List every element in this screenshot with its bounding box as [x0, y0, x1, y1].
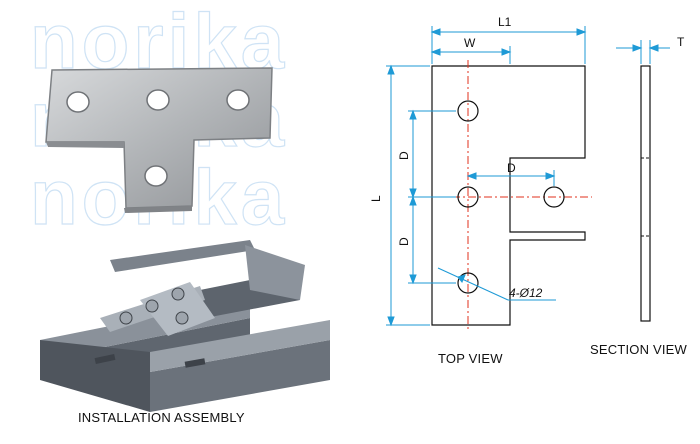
dim-label-t: T — [677, 35, 685, 49]
watermark-line-1: norika — [29, 0, 289, 85]
drawing-hole-top — [457, 100, 479, 122]
section-view-profile — [640, 65, 651, 322]
drawing-hole-bottom — [457, 272, 479, 294]
dim-label-holes: 4-Ø12 — [509, 286, 543, 300]
drawing-hole-right — [543, 186, 565, 208]
section-view-caption: SECTION VIEW — [590, 342, 688, 357]
dim-label-w: W — [464, 36, 476, 50]
dim-label-l: L — [369, 195, 383, 202]
photo-hole-left — [66, 91, 90, 113]
bolt — [175, 311, 189, 325]
bolt — [145, 299, 159, 313]
dim-label-d-horizontal: D — [507, 161, 516, 175]
plate-outline — [431, 65, 586, 326]
bolt — [119, 311, 133, 325]
photo-hole-bottom — [144, 165, 168, 187]
photo-hole-right — [226, 89, 250, 111]
dim-label-l1: L1 — [498, 15, 512, 29]
bolt — [171, 287, 185, 301]
drawing-hole-center — [457, 186, 479, 208]
top-view-caption: TOP VIEW — [438, 351, 503, 366]
photo-hole-center — [146, 89, 170, 111]
installation-assembly-caption: INSTALLATION ASSEMBLY — [78, 410, 245, 425]
dim-label-d-upper: D — [397, 151, 411, 160]
dim-label-d-lower: D — [397, 237, 411, 246]
